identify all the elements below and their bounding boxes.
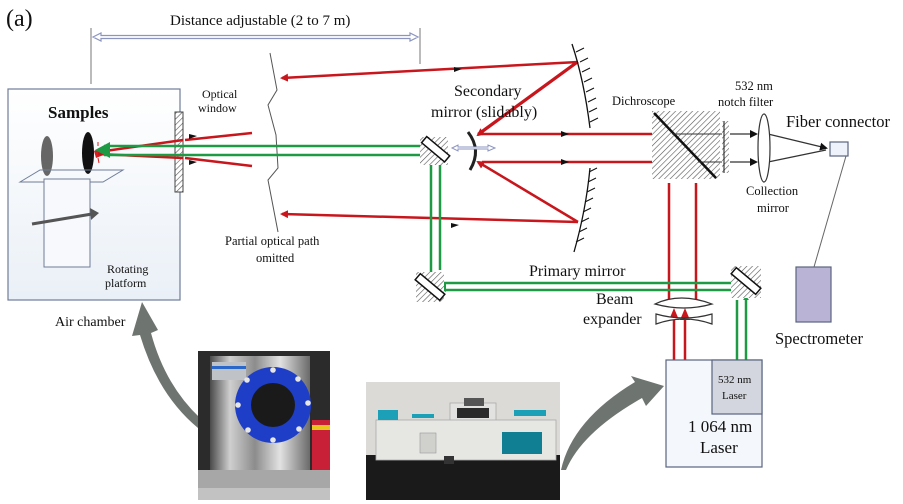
optical-window-label: Optical window: [198, 87, 240, 115]
folding-mirror-lower-right: [730, 266, 762, 298]
samples-label: Samples: [48, 103, 109, 122]
figure-label: (a): [6, 6, 33, 32]
green-beams: [104, 144, 748, 372]
folding-mirror-lower-left: [414, 272, 446, 302]
filtered-signal-rays: [730, 130, 828, 166]
secondary-mirror: [450, 131, 497, 171]
partial-path-label: Partial optical path omitted: [225, 234, 323, 265]
beam-expander: [653, 297, 714, 325]
collection-mirror: [757, 113, 771, 183]
air-chamber: Samples Rotating platform: [7, 88, 181, 301]
distance-label: Distance adjustable (2 to 7 m): [170, 13, 350, 29]
dichroscope: [652, 111, 722, 179]
rotating-platform-label: Rotating platform: [105, 262, 151, 290]
laser-532: 532 nm Laser: [711, 359, 763, 415]
laser-532-label: 532 nm Laser: [718, 374, 754, 402]
distance-indicator: Distance adjustable (2 to 7 m): [90, 13, 421, 84]
notch-filter: [722, 121, 729, 173]
primary-mirror-label: Primary mirror: [529, 263, 626, 280]
beam-expander-label: Beam expander: [583, 291, 642, 328]
air-chamber-photo: [198, 351, 330, 500]
spectrometer-label: Spectrometer: [775, 329, 863, 348]
air-chamber-photo-pointer-arrow: [132, 302, 200, 428]
laser-photo: [366, 382, 560, 500]
collection-mirror-label: Collection mirror: [746, 184, 801, 215]
fiber-connector: [829, 141, 849, 157]
laser-1064-label: 1 064 nm Laser: [688, 417, 756, 457]
sample-gray: [41, 136, 53, 176]
primary-mirror: [571, 43, 599, 253]
sample-black: [82, 132, 94, 174]
air-chamber-label: Air chamber: [55, 315, 126, 330]
notch-filter-label: 532 nm notch filter: [718, 79, 776, 109]
fiber-cable: [813, 155, 847, 268]
rotating-platform: [43, 178, 91, 268]
fiber-connector-label: Fiber connector: [786, 112, 891, 131]
ray-direction-markers: [189, 67, 569, 228]
dichroscope-label: Dichroscope: [612, 94, 676, 108]
folding-mirror-upper: [420, 135, 451, 165]
path-break-line: [267, 52, 279, 233]
laser-photo-pointer-arrow: [561, 376, 664, 470]
spectrometer: [795, 266, 832, 323]
optical-window: [174, 111, 184, 193]
secondary-mirror-label: Secondary mirror (slidably): [431, 83, 537, 121]
